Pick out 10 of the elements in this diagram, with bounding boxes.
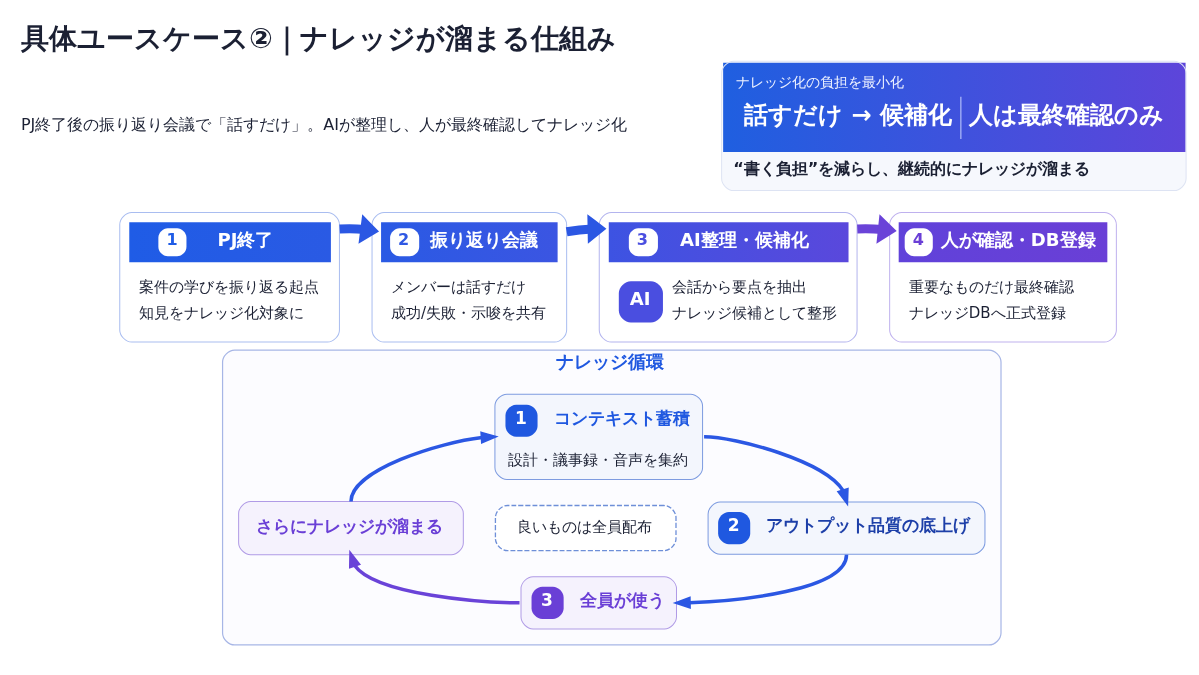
arrow: [857, 214, 897, 244]
label: PJ終了後の振り返り会議で「話すだけ」。AIが整理し、人が最終確認してナレッジ化: [20, 114, 628, 134]
arrow: [349, 431, 499, 502]
arrow: [704, 435, 849, 507]
diagram-title: 具体ユースケース②｜ナレッジが溜まる仕組み: [20, 21, 616, 55]
arrow: [565, 214, 607, 244]
arrow: [339, 214, 380, 244]
node-box: 良いものは全員配布: [494, 504, 677, 552]
arrow: [348, 549, 520, 605]
arrow: [672, 554, 849, 609]
